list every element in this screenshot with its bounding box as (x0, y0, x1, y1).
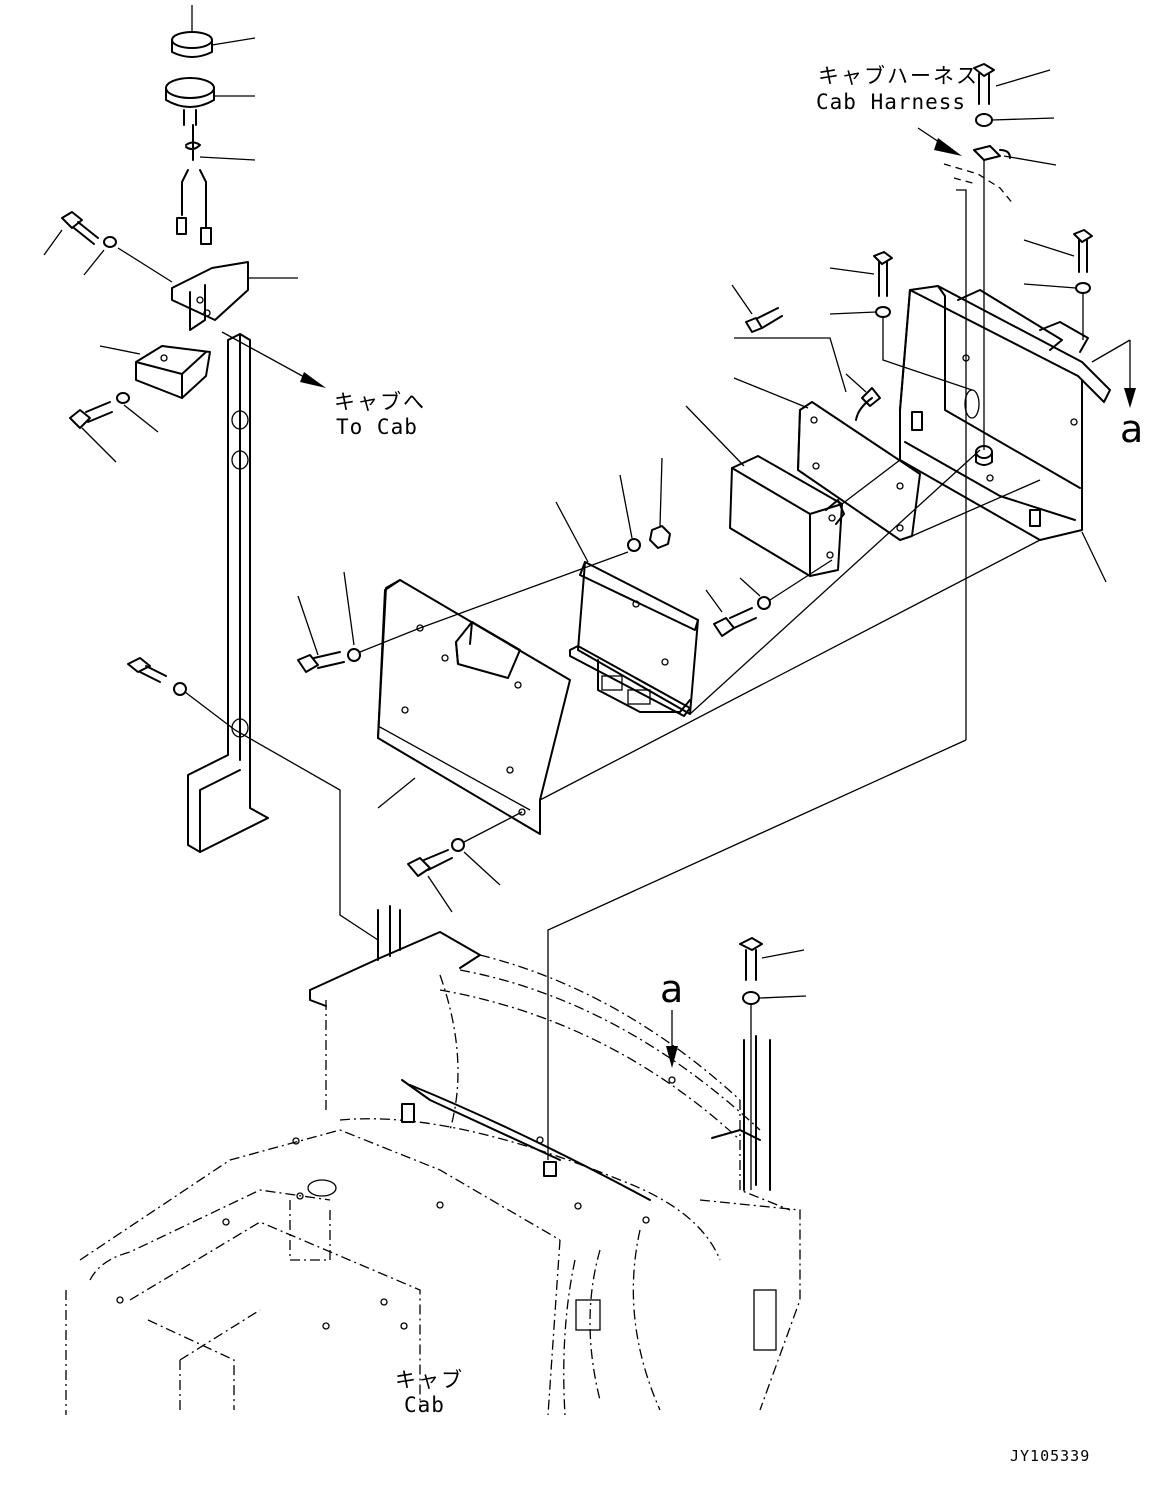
antenna-leader-lines (199, 37, 256, 161)
grommet (845, 373, 881, 421)
bracket-bolt-upper (43, 211, 173, 283)
controller-bracket (555, 501, 699, 717)
housing-bolt-left (829, 251, 973, 391)
antenna-assembly (165, 5, 215, 245)
harness-clamp-bolt (973, 63, 1057, 166)
vertical-pillar-plate (187, 333, 269, 853)
box-centerline (841, 459, 901, 505)
cab-harness-clip (917, 127, 1015, 740)
housing-bolt-right (1023, 229, 1093, 340)
cab-harness-label-jp: キャブハーネス (818, 64, 979, 88)
cab-label-en: Cab (404, 1393, 445, 1417)
panel-centerline (539, 539, 1041, 801)
view-arrow-a-lower (666, 1010, 678, 1068)
front-cover-panel (377, 579, 571, 835)
cab-label-jp: キャブ (395, 1368, 464, 1392)
cab-structure (65, 905, 801, 1416)
view-arrow-a-right (1091, 339, 1136, 408)
plate-screw (731, 284, 847, 393)
housing-centerline (547, 739, 967, 1160)
pillar-bolt (127, 657, 187, 696)
bracket-bolt-lower (69, 392, 159, 463)
cab-bolt-right (739, 937, 807, 1190)
controller-box (685, 405, 845, 577)
main-housing (899, 285, 1111, 583)
front-cover-bolt-upper (297, 571, 421, 673)
to-cab-arrow (221, 331, 326, 388)
view-a-label-right: a (1120, 407, 1144, 451)
front-cover-bolt-lower (407, 811, 523, 913)
antenna-bracket (171, 261, 298, 331)
pillar-bolt-centerline (184, 691, 379, 941)
view-a-label-lower: a (660, 967, 684, 1011)
bracket-nut-washer (419, 457, 671, 629)
to-cab-label-en: To Cab (336, 415, 418, 439)
box-plate-centerline (911, 479, 1041, 537)
small-tray-bracket (99, 345, 211, 399)
controller-box-bolt (705, 559, 833, 637)
bracket-centerline (689, 449, 981, 715)
to-cab-label-jp: キャブへ (334, 390, 426, 414)
cab-harness-label-en: Cab Harness (816, 90, 967, 114)
drawing-number: JY105339 (1010, 1447, 1091, 1465)
